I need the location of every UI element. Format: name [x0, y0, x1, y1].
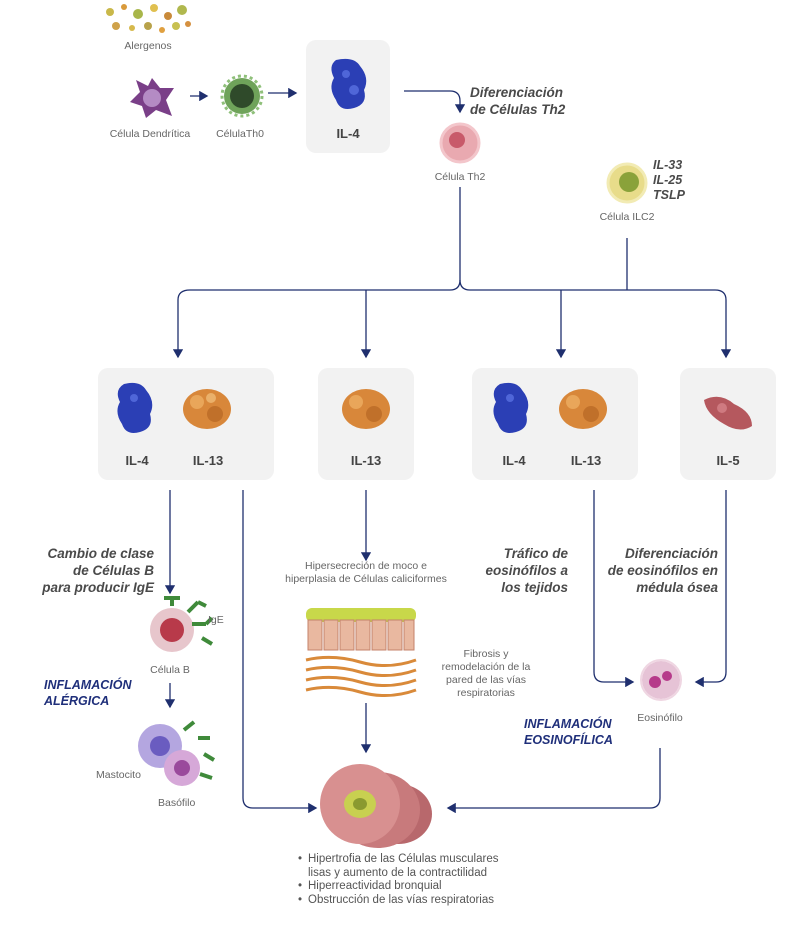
ilc2-cell-icon — [605, 162, 649, 209]
il5-protein-icon — [700, 390, 756, 441]
outcomes-list: Hipertrofia de las Células musculares li… — [298, 853, 498, 907]
eosinophilic-inflammation-text: INFLAMACIÓN EOSINOFÍLICA — [524, 717, 613, 747]
il13-protein-icon — [181, 384, 233, 439]
th2-cell-label: Célula Th2 — [434, 171, 486, 183]
basophil-label: Basófilo — [158, 797, 196, 809]
bronchus-icon — [316, 758, 436, 855]
il4-top-label: IL-4 — [336, 126, 360, 141]
dendritic-cell-icon — [128, 76, 176, 125]
th0-cell-label: CélulaTh0 — [216, 128, 264, 140]
eosinophil-traffic-text: Tráfico de eosinófilos a los tejidos — [485, 546, 568, 595]
mast-cell-icon — [134, 718, 224, 799]
eosinophil-icon — [638, 658, 684, 707]
outcome-item: Hipertrofia de las Células musculares — [298, 853, 498, 867]
class-switch-text: Cambio de clase de Células B para produc… — [42, 546, 154, 595]
allergens-icon — [102, 2, 194, 36]
allergic-inflammation-text: INFLAMACIÓN ALÉRGICA — [44, 678, 132, 708]
th2-cell-icon — [437, 122, 483, 169]
fibrosis-text: Fibrosis y remodelación de la pared de l… — [441, 648, 531, 699]
il4-protein-icon — [490, 380, 532, 441]
b-cell-icon — [142, 594, 222, 665]
outcome-item: lisas y aumento de la contractilidad — [308, 866, 487, 879]
outcome-item: Hiperreactividad bronquial — [298, 880, 498, 894]
allergens-label: Alergenos — [124, 40, 172, 52]
il13-protein-icon — [340, 384, 392, 439]
mucus-hypersecretion-text: Hipersecreción de moco e hiperplasia de … — [285, 560, 447, 585]
box4-il5-label: IL-5 — [716, 453, 740, 468]
box2-il13-label: IL-13 — [350, 453, 382, 468]
box1-il13-label: IL-13 — [192, 453, 224, 468]
b-cell-label: Célula B — [150, 664, 190, 676]
il4-protein-icon — [326, 56, 372, 117]
ige-label: IgE — [208, 614, 224, 626]
mast-cell-label: Mastocito — [96, 769, 141, 781]
th0-cell-icon — [218, 74, 266, 123]
dendritic-cell-label: Célula Dendrítica — [109, 128, 191, 140]
ilc2-cytokines: IL-33 IL-25 TSLP — [653, 158, 685, 202]
il13-protein-icon — [557, 384, 609, 439]
il4-protein-icon — [114, 380, 156, 441]
box1-il4-label: IL-4 — [125, 453, 149, 468]
box3-il4-label: IL-4 — [502, 453, 526, 468]
eosinophil-differentiation-text: Diferenciación de eosinófilos en médula … — [607, 546, 718, 595]
eosinophil-label: Eosinófilo — [637, 712, 683, 724]
airway-epithelium-icon — [302, 606, 420, 705]
outcome-item: Obstrucción de las vías respiratorias — [298, 894, 498, 908]
box3-il13-label: IL-13 — [570, 453, 602, 468]
ilc2-cell-label: Célula ILC2 — [599, 211, 655, 223]
